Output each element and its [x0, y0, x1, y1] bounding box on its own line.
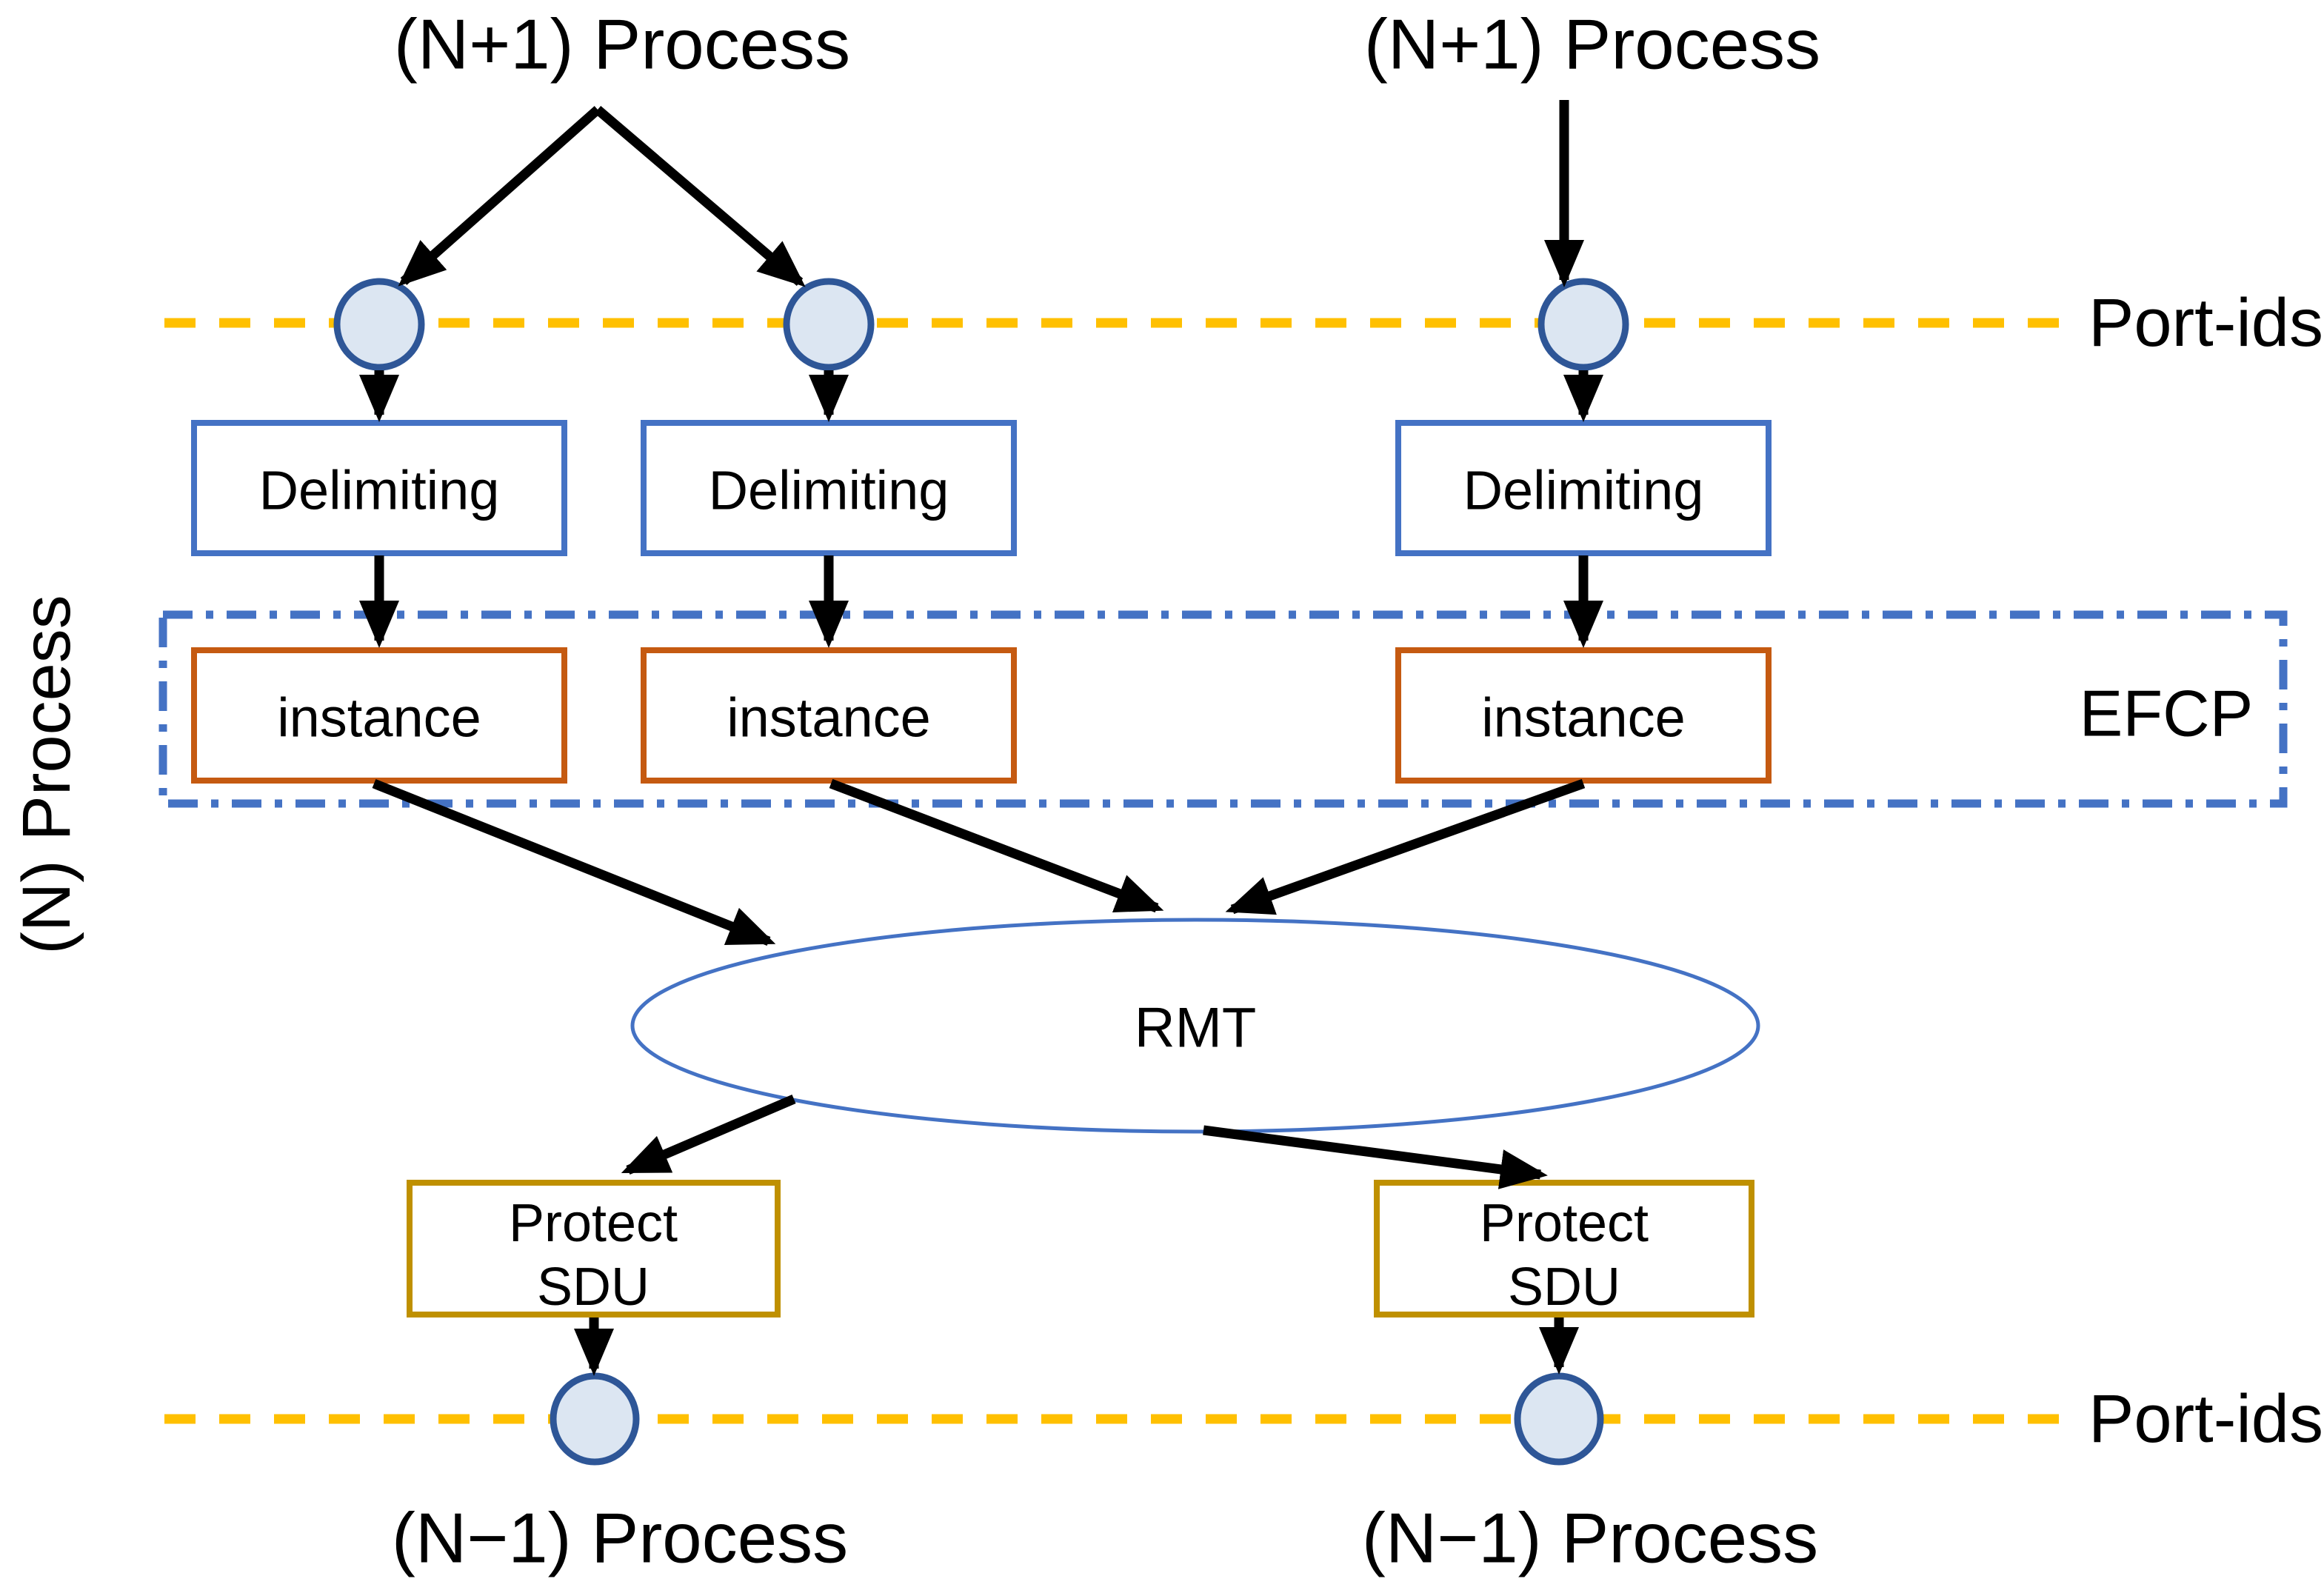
arrow-instance1-to-rmt [372, 778, 776, 946]
instance-label-3: instance [1481, 687, 1686, 749]
protect-label-right-line2: SDU [1508, 1258, 1620, 1317]
arrow-instance3-to-rmt [1225, 778, 1586, 915]
port-circle-top-1 [333, 278, 425, 371]
top-right-process-label: (N+1) Process [1364, 5, 1820, 84]
efcp-label: EFCP [2080, 677, 2254, 750]
protect-sdu-box-left [407, 1180, 781, 1318]
bottom-right-process-label: (N−1) Process [1362, 1499, 1818, 1578]
arrow-rmt-to-protect-left [621, 1095, 796, 1175]
delimiting-label-3: Delimiting [1463, 460, 1704, 521]
arrow-rmt-to-protect-right [1203, 1125, 1548, 1189]
delimiting-box-1 [191, 420, 567, 556]
port-ids-label-bottom: Port-ids [2088, 1381, 2323, 1457]
delimiting-box-3 [1395, 420, 1772, 556]
protect-label-left-line2: SDU [537, 1258, 650, 1317]
arrow-nplus1-left-to-port2 [594, 106, 806, 287]
delimiting-label-1: Delimiting [259, 460, 500, 521]
port-circle-bottom-2 [1514, 1372, 1604, 1466]
port-ids-label-top: Port-ids [2088, 285, 2323, 361]
delimiting-label-2: Delimiting [709, 460, 949, 521]
rmt-ellipse [630, 918, 1760, 1134]
protect-sdu-box-right [1374, 1180, 1754, 1318]
rmt-label: RMT [1135, 997, 1257, 1060]
bottom-left-process-label: (N−1) Process [392, 1499, 848, 1578]
instance-box-3 [1395, 647, 1772, 784]
arrow-nplus1-left-to-port1 [398, 106, 601, 287]
protect-label-right-line1: Protect [1480, 1194, 1649, 1253]
efcp-container [158, 610, 2288, 808]
port-circle-bottom-1 [550, 1372, 640, 1466]
port-circle-top-3 [1537, 278, 1629, 371]
top-left-process-label: (N+1) Process [394, 5, 850, 84]
protect-label-left-line1: Protect [509, 1194, 678, 1253]
instance-label-2: instance [727, 687, 931, 749]
instance-label-1: instance [277, 687, 481, 749]
arrow-instance2-to-rmt [829, 778, 1164, 913]
port-circle-top-2 [783, 278, 875, 371]
n-process-side-label: (N) Process [9, 595, 84, 955]
instance-box-2 [641, 647, 1017, 784]
delimiting-box-2 [641, 420, 1017, 556]
